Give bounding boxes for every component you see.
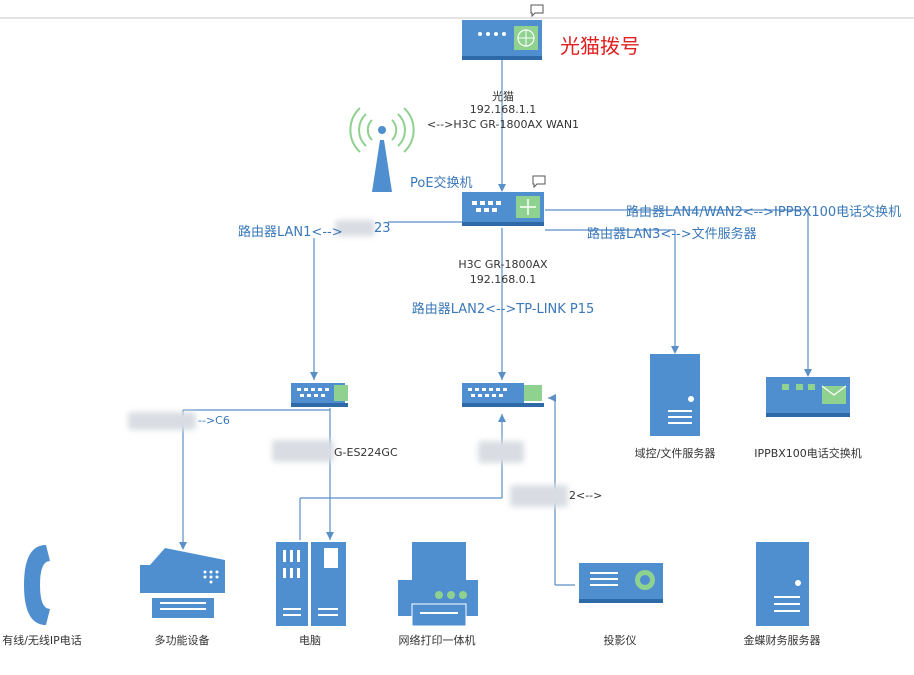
projector-icon <box>579 563 663 603</box>
modem-link: <-->H3C GR-1800AX WAN1 <box>426 118 580 131</box>
ippbx-icon <box>766 377 850 417</box>
antenna-icon <box>349 107 415 192</box>
comment-icon <box>530 4 544 18</box>
switch-left-label: G-ES224GC <box>334 446 398 459</box>
finance-server-icon <box>756 542 809 626</box>
router-icon <box>462 192 544 226</box>
printer-icon <box>398 542 478 627</box>
lan1-label: 路由器LAN1<--> <box>238 225 343 240</box>
ippbx-label: IPPBX100电话交换机 <box>754 447 862 460</box>
modem-icon <box>462 20 542 60</box>
phone-icon <box>24 545 50 625</box>
redaction-blob <box>128 412 196 430</box>
modem-label: 光猫 <box>492 90 514 103</box>
mfp-icon <box>140 548 225 618</box>
lan4-label: 路由器LAN4/WAN2<-->IPPBX100电话交换机 <box>626 205 902 220</box>
pc-label: 电脑 <box>299 634 321 647</box>
pc-icon <box>276 542 346 626</box>
c6-label: -->C6 <box>198 414 230 427</box>
arrowheads <box>179 184 812 550</box>
redaction-blob <box>478 441 524 463</box>
phone-label: 有线/无线IP电话 <box>2 634 82 647</box>
router-model: H3C GR-1800AX <box>458 258 548 271</box>
finance-label: 金蝶财务服务器 <box>743 634 821 647</box>
switch-middle-icon <box>462 383 544 407</box>
lan1-tail: 23 <box>374 221 391 236</box>
poe-label: PoE交换机 <box>410 176 473 191</box>
file-server-icon <box>650 354 700 436</box>
modem-ip: 192.168.1.1 <box>469 103 537 116</box>
projector-label: 投影仪 <box>603 634 637 647</box>
printer-label: 网络打印一体机 <box>398 634 476 647</box>
router-ip: 192.168.0.1 <box>469 273 537 286</box>
server-label: 域控/文件服务器 <box>634 447 716 460</box>
mfp-label: 多功能设备 <box>154 634 210 647</box>
redaction-blob <box>272 440 334 462</box>
connections <box>182 58 809 586</box>
lan3-label: 路由器LAN3<-->文件服务器 <box>587 227 757 242</box>
switch-left-icon <box>291 383 348 407</box>
lan2-label: 路由器LAN2<-->TP-LINK P15 <box>411 302 595 317</box>
redaction-blob <box>510 485 568 507</box>
diagram-title: 光猫拨号 <box>560 34 640 58</box>
projector-link-label: 2<--> <box>569 489 603 502</box>
comment-icon <box>532 175 546 189</box>
redaction-blob <box>335 220 375 236</box>
